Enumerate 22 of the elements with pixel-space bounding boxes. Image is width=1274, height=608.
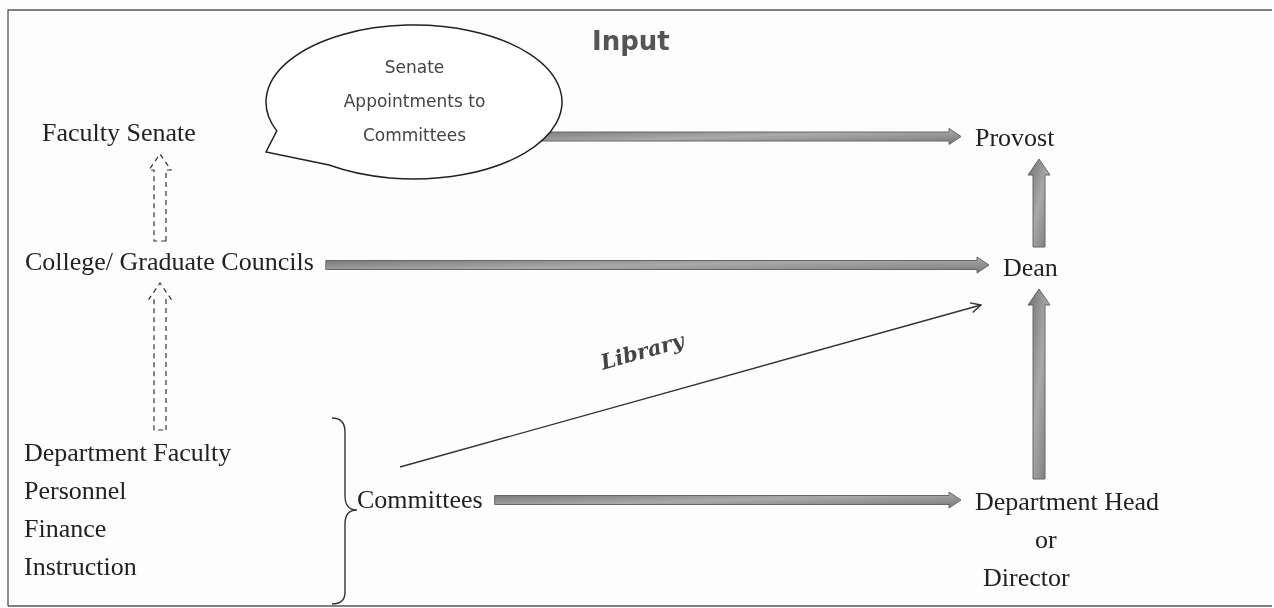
node-label: Finance	[24, 513, 107, 545]
node-label: Faculty Senate	[42, 117, 196, 149]
block-arrow	[147, 281, 173, 431]
node-label: or	[1034, 524, 1057, 556]
title: Input	[592, 26, 670, 56]
node-label: Provost	[975, 122, 1055, 154]
block-arrow	[1027, 288, 1051, 480]
node-label: Dean	[1003, 252, 1058, 284]
arrow	[399, 302, 982, 468]
node-label: College/ Graduate Councils	[25, 246, 314, 278]
node-label: Instruction	[24, 551, 137, 583]
bubble-text: Senate Appointments to Committees	[342, 56, 487, 147]
node-label: Department Head	[975, 486, 1160, 518]
node-label: Director	[982, 562, 1070, 594]
node-label: Department Faculty	[24, 437, 232, 469]
node-label: Personnel	[24, 475, 127, 507]
node-label: Committees	[357, 484, 483, 516]
edge-label: Library	[597, 327, 687, 375]
block-arrow	[1027, 158, 1051, 248]
block-arrow	[325, 256, 990, 274]
block-arrow	[494, 491, 962, 509]
block-arrow	[147, 152, 173, 242]
